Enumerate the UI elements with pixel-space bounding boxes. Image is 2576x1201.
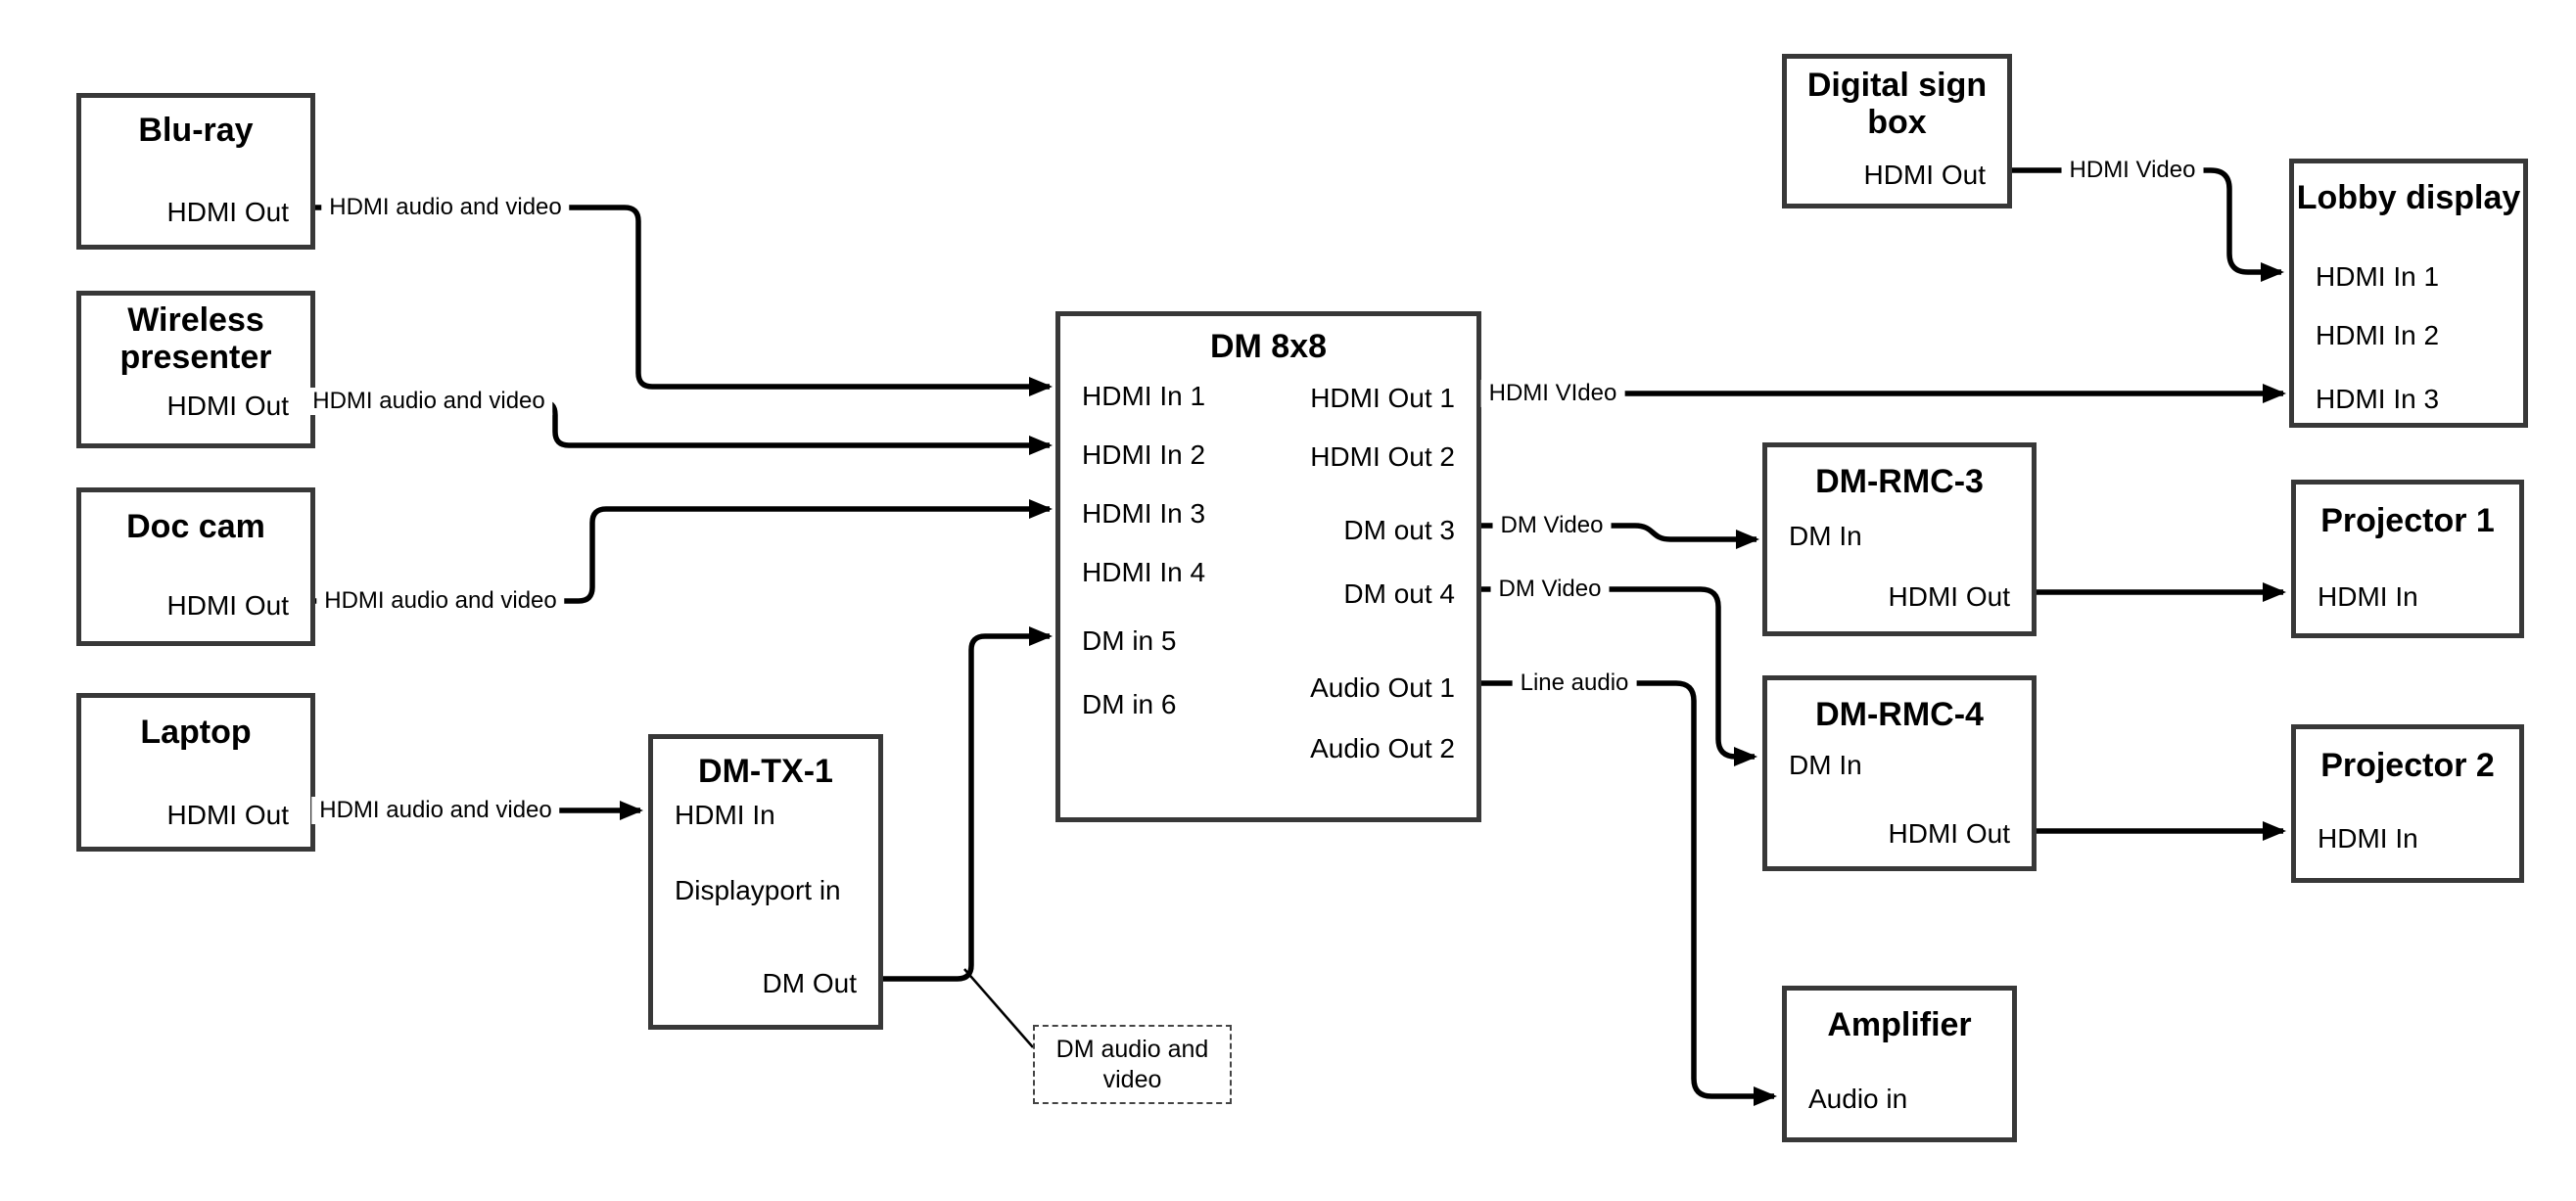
node-title-dm-rmc-4: DM-RMC-4 xyxy=(1815,696,1984,733)
wire-dm8x8-dmout3-to-rmc3-dm-in xyxy=(1481,523,1759,549)
node-title-doc-cam: Doc cam xyxy=(126,508,265,545)
port-digisign-hdmi-out: HDMI Out xyxy=(1863,160,1986,190)
node-dm-tx-1: DM-TX-1 HDMI In Displayport in DM Out xyxy=(648,734,883,1030)
port-dm8x8-audio-out-2: Audio Out 2 xyxy=(1310,733,1455,763)
port-dm8x8-dm-in-6: DM in 6 xyxy=(1082,689,1177,719)
node-title-dm-tx-1: DM-TX-1 xyxy=(698,753,833,790)
node-wireless-presenter: Wireless presenter HDMI Out xyxy=(76,291,315,448)
node-title-projector-1: Projector 1 xyxy=(2320,502,2495,539)
node-bluray: Blu-ray HDMI Out xyxy=(76,93,315,250)
node-laptop: Laptop HDMI Out xyxy=(76,693,315,852)
port-dm8x8-audio-out-1: Audio Out 1 xyxy=(1310,672,1455,703)
port-doccam-hdmi-out: HDMI Out xyxy=(166,590,289,621)
wire-dm8x8-audioout1-to-amp-audio-in xyxy=(1481,680,1777,1106)
node-title-projector-2: Projector 2 xyxy=(2320,747,2495,784)
node-lobby-display: Lobby display HDMI In 1 HDMI In 2 HDMI I… xyxy=(2289,159,2528,428)
node-amplifier: Amplifier Audio in xyxy=(1782,986,2017,1142)
node-dm-rmc-4: DM-RMC-4 DM In HDMI Out xyxy=(1762,675,2037,871)
wire-label-wireless-hdmi-av: HDMI audio and video xyxy=(304,388,553,415)
port-rmc4-hdmi-out: HDMI Out xyxy=(1888,818,2010,849)
port-dm8x8-dm-in-5: DM in 5 xyxy=(1082,625,1177,656)
wire-doccam-to-dm8x8-hdmi-in-3 xyxy=(315,499,1053,604)
node-title-amplifier: Amplifier xyxy=(1827,1006,1972,1043)
node-digital-sign-box: Digital sign box HDMI Out xyxy=(1782,54,2012,208)
port-dm8x8-hdmi-in-4: HDMI In 4 xyxy=(1082,557,1206,587)
node-doc-cam: Doc cam HDMI Out xyxy=(76,487,315,646)
port-dmtx1-displayport-in: Displayport in xyxy=(675,875,841,905)
wire-dmtx1-dmout-to-dm8x8-dm-in-5 xyxy=(883,626,1053,982)
wire-dm8x8-dmout4-to-rmc4-dm-in xyxy=(1481,586,1757,766)
port-dm8x8-hdmi-in-1: HDMI In 1 xyxy=(1082,381,1206,411)
node-dm-8x8: DM 8x8 HDMI In 1 HDMI In 2 HDMI In 3 HDM… xyxy=(1055,311,1481,822)
port-lobby-hdmi-in-2: HDMI In 2 xyxy=(2316,320,2440,350)
wire-bluray-to-dm8x8-hdmi-in-1 xyxy=(315,205,1053,396)
port-lobby-hdmi-in-3: HDMI In 3 xyxy=(2316,384,2440,414)
port-proj1-hdmi-in: HDMI In xyxy=(2318,581,2418,612)
port-lobby-hdmi-in-1: HDMI In 1 xyxy=(2316,261,2440,292)
node-projector-1: Projector 1 HDMI In xyxy=(2291,480,2524,638)
wire-label-dm-video-out3: DM Video xyxy=(1492,512,1612,539)
port-rmc3-dm-in: DM In xyxy=(1789,521,1862,551)
wire-label-laptop-hdmi-av: HDMI audio and video xyxy=(311,797,560,824)
wire-digisign-to-lobby-hdmi-in-1 xyxy=(2012,167,2284,282)
wire-label-hdmi-video-out1: HDMI VIdeo xyxy=(1480,380,1625,407)
port-amp-audio-in: Audio in xyxy=(1808,1084,1908,1114)
wire-label-line-audio: Line audio xyxy=(1512,670,1637,697)
port-dm8x8-dm-out-3: DM out 3 xyxy=(1343,515,1455,545)
port-rmc4-dm-in: DM In xyxy=(1789,750,1862,780)
port-dmtx1-dm-out: DM Out xyxy=(762,968,857,998)
node-title-digital-sign-box: Digital sign box xyxy=(1806,67,1988,141)
port-dmtx1-hdmi-in: HDMI In xyxy=(675,800,775,830)
port-proj2-hdmi-in: HDMI In xyxy=(2318,823,2418,854)
port-dm8x8-dm-out-4: DM out 4 xyxy=(1343,578,1455,609)
wire-label-hdmi-video-sign: HDMI Video xyxy=(2061,157,2204,184)
port-wireless-hdmi-out: HDMI Out xyxy=(166,391,289,421)
wire-label-doccam-hdmi-av: HDMI audio and video xyxy=(316,587,565,615)
node-title-bluray: Blu-ray xyxy=(138,112,254,149)
node-title-lobby-display: Lobby display xyxy=(2296,179,2521,216)
node-title-wireless-presenter: Wireless presenter xyxy=(119,301,272,376)
port-bluray-hdmi-out: HDMI Out xyxy=(166,197,289,227)
port-laptop-hdmi-out: HDMI Out xyxy=(166,800,289,830)
port-dm8x8-hdmi-out-2: HDMI Out 2 xyxy=(1310,441,1455,472)
note-text: DM audio and video xyxy=(1055,1035,1209,1093)
port-dm8x8-hdmi-out-1: HDMI Out 1 xyxy=(1310,383,1455,413)
node-projector-2: Projector 2 HDMI In xyxy=(2291,724,2524,883)
port-dm8x8-hdmi-in-2: HDMI In 2 xyxy=(1082,439,1206,470)
wire-label-bluray-hdmi-av: HDMI audio and video xyxy=(321,194,570,221)
port-rmc3-hdmi-out: HDMI Out xyxy=(1888,581,2010,612)
node-title-laptop: Laptop xyxy=(140,714,252,751)
note-dm-audio-and-video: DM audio and video xyxy=(1033,1025,1232,1104)
node-title-dm-8x8: DM 8x8 xyxy=(1209,328,1328,365)
wire-label-dm-video-out4: DM Video xyxy=(1490,576,1610,603)
note-callout-line xyxy=(963,968,1034,1048)
node-title-dm-rmc-3: DM-RMC-3 xyxy=(1815,463,1984,500)
port-dm8x8-hdmi-in-3: HDMI In 3 xyxy=(1082,498,1206,529)
node-dm-rmc-3: DM-RMC-3 DM In HDMI Out xyxy=(1762,442,2037,636)
